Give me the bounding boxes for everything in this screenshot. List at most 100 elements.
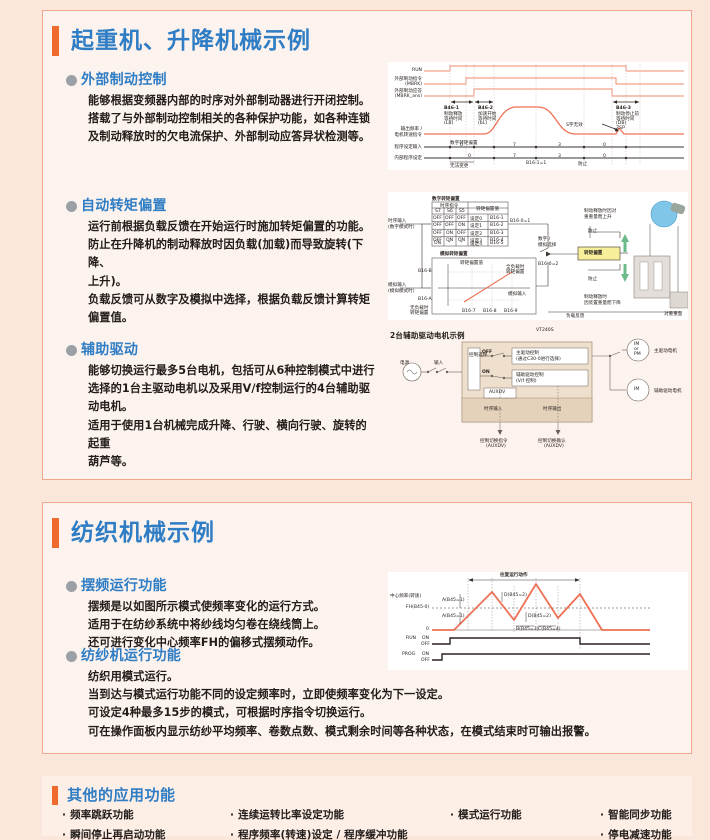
right-note-2-l2: 因装置重量而下降 [584, 301, 621, 306]
aux-drive-svg [402, 338, 650, 435]
annotation-s-curve-disabled: S字无效 [566, 123, 583, 128]
aux-ctrl-l2: (V/f 控制) [516, 379, 537, 384]
cell-s6-last: * [448, 241, 451, 246]
swing-prog-on: ON [422, 652, 430, 657]
cell-s6: OFF [445, 223, 454, 228]
feature-line: 可在操作面板内显示纺纱平均频率、卷数点数、模式剩余时间等各种状态，在模式结束时可… [88, 724, 596, 738]
aux-diagram-caption: 2台辅助驱动电机示例 [390, 331, 465, 340]
input-label-analog-1: 模拟输入 [388, 283, 407, 288]
swing-label-b: B(B45=3) [516, 627, 539, 632]
feature-line: 还可进行变化中心频率FH的偏移式摆频动作。 [88, 636, 320, 650]
diagram-brake-timing-chart: RUN 外部制动指令 (MBRK) 外部制动应答 (MBRK_ans) 输出频率… [388, 62, 688, 170]
diagram-torque-bias: 数字转矩偏置 时序指令 转矩偏置值 S7 S6 S5 OFF OFF OFF 设… [388, 192, 688, 320]
accent-bar [52, 26, 59, 56]
feature-body: 纺织用模式运行。 当到达与模式运行功能不同的设定频率时，立即使频率变化为下一设定… [88, 668, 666, 741]
input-label-analog-2: (模拟模式时) [388, 289, 415, 294]
marker-b46-2-l2: 等待时间 [478, 117, 497, 122]
section-title: 起重机、升降机械示例 [71, 27, 311, 54]
section-title: 纺织机械示例 [71, 519, 215, 546]
cell-s5: OFF [457, 215, 466, 221]
output-freq-label-2: 电机转速指令 [394, 133, 422, 138]
feature-line: 动电机。 [88, 400, 134, 414]
swing-label-a-lower: A(B45=1) [442, 614, 465, 619]
swing-run-off: OFF [421, 642, 430, 647]
feature-line: 能够根据变频器内部的时序对外部制动器进行开闭控制。 [88, 94, 371, 108]
textile-section-heading: 纺织机械示例 [52, 518, 215, 548]
cell-s7: OFF [433, 238, 442, 244]
feature-line: 上升)。 [88, 274, 128, 288]
sequence-input-label: 时序输入 [484, 407, 503, 412]
graph-ytick-b16-b: B16-B [418, 269, 432, 274]
feature-body: 摆频是以如图所示模式使频率变化的运行方式。 适用于在纺纱系统中将纱线均匀卷在绕线… [88, 598, 378, 652]
graph-xlabel: 模拟输入 [508, 292, 527, 297]
other-function-item: 停电减速功能 [600, 827, 692, 840]
inner-value: 7 [513, 154, 516, 159]
graph-note-full-load-1: 全负载时 [506, 265, 525, 270]
other-function-item: 连续运转比率设定功能 [230, 807, 450, 822]
feature-title: 辅助驱动 [81, 342, 139, 358]
cell-code: B16-3 [490, 230, 504, 236]
feature-external-brake-control: 外部制动控制 能够根据变频器内部的时序对外部制动器进行开闭控制。 搭载了与外部制… [66, 72, 378, 147]
right-note-1-l1: 制动释放时因对 [584, 209, 617, 214]
signal-label-run: RUN [412, 68, 422, 73]
aux-ctrl-l1: 辅助驱动控制 [516, 373, 544, 378]
graph-note-full-load-2: 转矩偏置 [506, 270, 525, 275]
swing-prog-off: OFF [421, 658, 430, 663]
graph-ytick-b16-a: B16-A [418, 297, 432, 302]
feature-line: 纺织用模式运行。 [88, 670, 179, 684]
feature-line: 运行前根据负载反馈在开始运行时施加转矩偏置的功能。 [88, 220, 371, 234]
marker-b46-3-l4: ZSP [616, 126, 625, 131]
cell-setting: 设定3 [470, 239, 483, 245]
other-function-item: 瞬间停止再启动功能 [62, 827, 230, 840]
signal-label-mbrk: 外部制动指令 [394, 77, 422, 82]
swing-label-d-lower: D(B45=2) [528, 614, 551, 619]
graph-xtick-b16-8: B16-8 [483, 309, 497, 314]
swing-run-on: ON [422, 636, 430, 641]
graph-ylabel: 转矩偏置值 [460, 261, 483, 266]
cell-s7: OFF [433, 230, 442, 236]
motor-main-tag-2: or [634, 347, 639, 352]
right-note-1-l2: 重重量而上升 [584, 215, 612, 220]
graph-note-no-load-1: 无负载时 [410, 306, 429, 311]
swing-label-d-upper: D(B45=2) [504, 593, 527, 598]
motor-main-tag-3: PM [634, 352, 641, 357]
feature-header: 纺纱机运行功能 [66, 648, 666, 664]
input-label-sequence-2: (数字模式时) [388, 225, 415, 230]
sequence-output-label: 时序输出 [543, 407, 562, 412]
marker-b46-3-l3: (DB) [616, 121, 627, 126]
counterweight-label: 对重重量 [664, 312, 683, 317]
other-functions-list: 频率跳跃功能 连续运转比率设定功能 模式运行功能 智能同步功能 瞬间停止再启动功… [62, 807, 692, 840]
cell-s7: OFF [433, 223, 442, 228]
timing-chart-svg [424, 64, 684, 166]
bullet-icon [66, 581, 77, 592]
table-header-torque-bias-value: 转矩偏置值 [476, 207, 499, 212]
table-subheader-s7: S7 [435, 209, 441, 214]
cell-setting-last: 设定4 [470, 242, 483, 247]
cell-setting: 设定0 [470, 216, 483, 222]
feature-body: 能够根据变频器内部的时序对外部制动器进行开闭控制。 搭载了与外部制动控制相关的各… [88, 92, 378, 146]
prog-value: 3 [558, 143, 561, 148]
cell-s7-last: ON [434, 241, 442, 246]
row-label-internal-program: 内部程序设定 [394, 156, 422, 161]
graph-xtick-b16-9: B16-9 [504, 309, 518, 314]
swing-fh-label: FH(B45-0) [406, 605, 430, 610]
signal-label-mbrk-code: (MBRK) [405, 82, 422, 87]
table-header-sequence-command: 时序指令 [440, 204, 459, 209]
other-functions-card [42, 776, 692, 836]
motor-main-tag-1: IM [634, 342, 640, 347]
input-label: 输入 [434, 361, 444, 366]
marker-b46-1-code: B46-1 [444, 106, 459, 111]
marker-b46-3-code: B46-3 [616, 106, 631, 111]
feature-body: 运行前根据负载反馈在开始运行时施加转矩偏置的功能。 防止在升降机的制动释放时因负… [88, 218, 378, 327]
graph-xtick-b16-7: B16-7 [462, 309, 476, 314]
marker-b46-2-code: B46-2 [478, 106, 493, 111]
motor-aux-name: 辅助驱动电机 [654, 389, 682, 394]
swing-label-a-upper: A(B45=1) [442, 598, 465, 603]
select-code-1: B16-0=1 [510, 219, 531, 224]
feature-swing-frequency: 摆频运行功能 摆频是以如图所示模式使频率变化的运行方式。 适用于在纺纱系统中将纱… [66, 578, 378, 653]
bullet-icon [66, 651, 77, 662]
ack-label-l1: 控制切换确认 [538, 439, 566, 444]
cell-code: B16-2 [490, 223, 504, 228]
accent-bar [52, 518, 59, 548]
feature-auxiliary-drive: 辅助驱动 能够切换运行最多5台电机，包括可从6种控制模式中进行 选择的1台主驱动… [66, 342, 378, 471]
